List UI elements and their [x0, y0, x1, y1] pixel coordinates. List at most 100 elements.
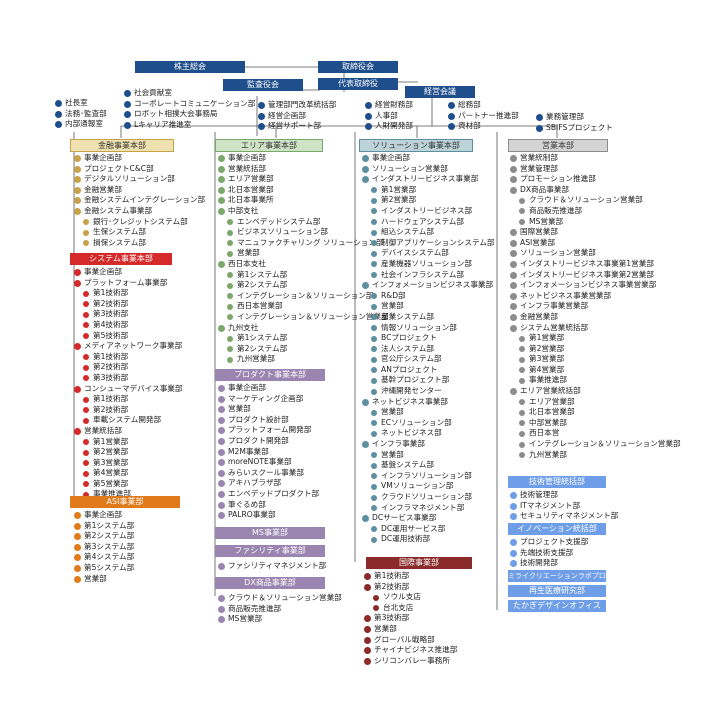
- org-item: クラウド＆ソリューション営業部: [519, 195, 681, 206]
- org-item: SBIFSプロジェクト: [536, 123, 613, 134]
- org-item: 第2システム部: [227, 280, 389, 291]
- bullet-dot-icon: [74, 554, 81, 562]
- org-item: 第3技術部: [364, 613, 457, 624]
- org-item-label: ANプロジェクト: [381, 364, 438, 374]
- bullet-dot-icon: [510, 502, 517, 510]
- bullet-dot-icon: [371, 367, 377, 374]
- bullet-dot-icon: [83, 491, 89, 498]
- org-item-label: 金融システム事業部: [84, 205, 153, 215]
- org-item-label: シリコンバレー事務所: [374, 655, 450, 665]
- org-item: 資材部: [448, 121, 519, 132]
- org-item: MS営業部: [519, 217, 681, 228]
- org-item: アキハブラザ部: [218, 478, 319, 489]
- international-division-header: 国際事業部: [366, 557, 472, 569]
- org-item: 第4技術部: [83, 320, 183, 331]
- org-item: M2M事業部: [218, 447, 319, 458]
- org-item-label: 第3営業部: [93, 457, 129, 467]
- org-item: DC運用サービス部: [371, 524, 495, 535]
- org-item-label: 技術管理部: [520, 490, 558, 499]
- org-item: 西日本営: [519, 428, 681, 439]
- org-item: 営業部: [371, 301, 495, 312]
- bullet-dot-icon: [365, 112, 372, 120]
- org-item-label: 生保システム部: [93, 227, 146, 237]
- org-item: インダストリービジネス事業第1営業部: [510, 259, 681, 270]
- org-item: 第2システム部: [227, 344, 389, 355]
- org-item: プロダクト設計部: [218, 415, 319, 426]
- org-item: 法人システム部: [371, 344, 495, 355]
- org-item-label: エンベデッドシステム部: [237, 216, 321, 226]
- org-item-label: インダストリービジネス事業第1営業部: [520, 258, 654, 268]
- bullet-dot-icon: [364, 636, 371, 644]
- bullet-dot-icon: [371, 452, 377, 459]
- bullet-dot-icon: [83, 439, 89, 445]
- org-item-label: DCサービス事業部: [372, 513, 437, 523]
- org-item-label: 第2技術部: [93, 298, 129, 308]
- bullet-dot-icon: [83, 301, 89, 308]
- bullet-dot-icon: [364, 583, 371, 591]
- org-item: 第4システム部: [74, 552, 134, 563]
- bullet-dot-icon: [124, 90, 131, 97]
- org-item: インフラ事業営業部: [510, 301, 681, 312]
- org-item-label: セキュリティマネジメント部: [520, 511, 619, 521]
- bullet-dot-icon: [371, 536, 377, 543]
- org-item: エンベデッドシステム部: [227, 217, 389, 228]
- bullet-dot-icon: [371, 219, 377, 226]
- org-item: ロボット相撲大会事務局: [124, 109, 255, 120]
- org-item: 人財開発部: [365, 121, 413, 132]
- org-item: 人事部: [365, 111, 413, 122]
- bullet-dot-icon: [227, 229, 233, 236]
- org-item: 中部支社: [218, 206, 389, 217]
- org-item-label: ソウル支店: [383, 592, 421, 602]
- org-item-label: 第2技術部: [93, 404, 129, 414]
- org-item-label: ECソリューション部: [381, 417, 452, 427]
- org-item: 営業部: [227, 248, 389, 259]
- bullet-dot-icon: [362, 176, 369, 184]
- org-item-label: ソリューション営業部: [520, 248, 596, 258]
- org-item-label: 損保システム部: [93, 237, 146, 247]
- bullet-dot-icon: [519, 208, 525, 215]
- bullet-dot-icon: [371, 261, 377, 268]
- org-item: 台北支店: [373, 603, 457, 614]
- org-item: PALRO事業部: [218, 510, 319, 521]
- org-item: 第2営業部: [83, 447, 183, 458]
- org-item-label: デジタルソリューション部: [84, 174, 175, 184]
- org-item-label: moreNOTE事業部: [228, 457, 292, 467]
- org-item-label: 第1技術部: [93, 288, 129, 298]
- bullet-dot-icon: [74, 385, 81, 393]
- org-item-label: エリア営業部: [228, 174, 274, 184]
- bullet-dot-icon: [365, 123, 372, 131]
- bullet-dot-icon: [510, 186, 517, 194]
- org-item-label: コンシューマデバイス事業部: [84, 383, 183, 393]
- org-item-label: 第1システム部: [84, 520, 135, 530]
- bullet-dot-icon: [362, 155, 369, 162]
- board-of-directors-box: 取締役会: [318, 61, 398, 73]
- dx-division-header: DX商品事業部: [215, 577, 325, 589]
- org-item: プロモーション推進部: [510, 174, 681, 185]
- org-item-label: 事業企画部: [84, 153, 122, 162]
- bullet-dot-icon: [448, 102, 455, 109]
- org-item: 第3営業部: [519, 354, 681, 365]
- bullet-dot-icon: [371, 325, 377, 331]
- bullet-dot-icon: [371, 377, 377, 384]
- bullet-dot-icon: [371, 314, 377, 321]
- bullet-dot-icon: [218, 480, 225, 488]
- org-item: DCサービス事業部: [362, 513, 495, 524]
- org-item: プラットフォーム開発部: [218, 425, 319, 436]
- org-item-label: ビジネスソリューション部: [237, 227, 328, 237]
- bullet-dot-icon: [74, 197, 81, 205]
- org-item: moreNOTE事業部: [218, 457, 319, 468]
- bullet-dot-icon: [510, 539, 517, 546]
- org-item: シリコンバレー事務所: [364, 656, 457, 667]
- executive-committee-box: 経営会議: [405, 86, 475, 98]
- bullet-dot-icon: [83, 470, 89, 477]
- org-item-label: プロジェクト支援部: [520, 537, 589, 546]
- bullet-dot-icon: [510, 388, 517, 396]
- org-item: MS営業部: [218, 614, 342, 625]
- org-item-label: 第1システム部: [237, 269, 288, 279]
- org-item-label: 第1技術部: [93, 351, 129, 361]
- bullet-dot-icon: [218, 469, 225, 477]
- bullet-dot-icon: [519, 346, 525, 353]
- org-item: 銀行･クレジットシステム部: [83, 217, 205, 228]
